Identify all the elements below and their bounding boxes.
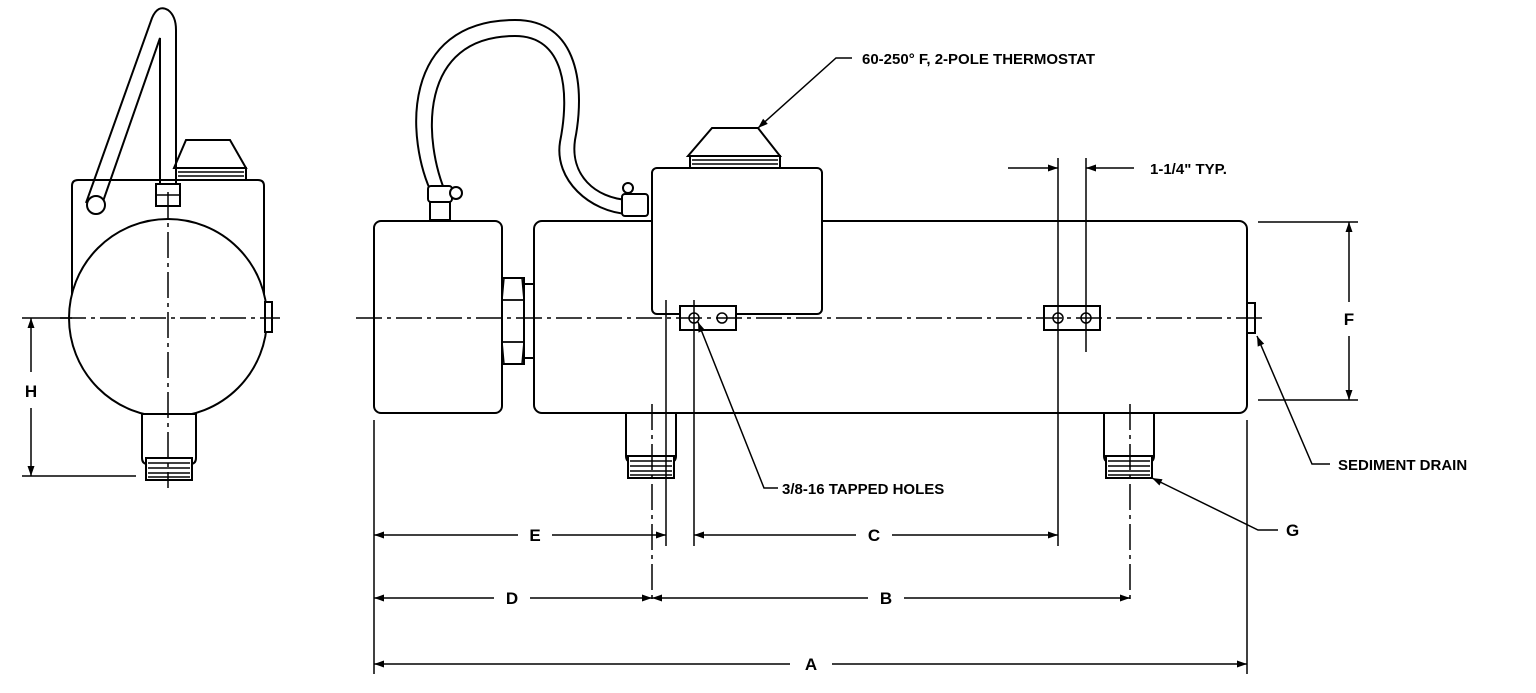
- flexible-conduit: [415, 18, 649, 221]
- dim-d-label: D: [506, 589, 518, 608]
- hex-nut: [501, 277, 535, 365]
- side-view: H: [22, 7, 280, 488]
- dim-f-label: F: [1344, 310, 1354, 329]
- outlet-fitting: [1103, 412, 1155, 479]
- g-leader: [1151, 477, 1278, 531]
- tapped-holes-callout: 3/8-16 TAPPED HOLES: [782, 481, 944, 498]
- dim-b-label: B: [880, 589, 892, 608]
- tapped-holes-leader: [697, 321, 778, 489]
- side-view-sediment-plug: [264, 301, 273, 333]
- callouts: 60-250° F, 2-POLE THERMOSTAT 1-1/4" TYP.…: [697, 51, 1467, 540]
- terminal-housing: [373, 220, 503, 414]
- dim-h-label: H: [25, 382, 37, 401]
- dim-c-label: C: [868, 526, 880, 545]
- inlet-fitting: [625, 412, 677, 479]
- thermostat-cap-icon: [685, 127, 783, 169]
- sediment-drain-callout: SEDIMENT DRAIN: [1338, 457, 1467, 474]
- sediment-drain-leader: [1256, 335, 1330, 465]
- thermostat-leader: [757, 57, 852, 129]
- thermostat-box: [651, 167, 823, 315]
- dim-e-label: E: [529, 526, 540, 545]
- side-view-thermostat-icon: [172, 139, 248, 181]
- g-callout: G: [1286, 521, 1299, 540]
- front-view: [356, 18, 1358, 674]
- main-tank: [533, 220, 1248, 414]
- spacing-callout: 1-1/4" TYP.: [1150, 161, 1227, 178]
- thermostat-callout: 60-250° F, 2-POLE THERMOSTAT: [862, 51, 1095, 68]
- side-view-bottom-fitting: [141, 413, 197, 481]
- dimensions: E C D B A F: [374, 164, 1354, 674]
- dim-a-label: A: [805, 655, 817, 674]
